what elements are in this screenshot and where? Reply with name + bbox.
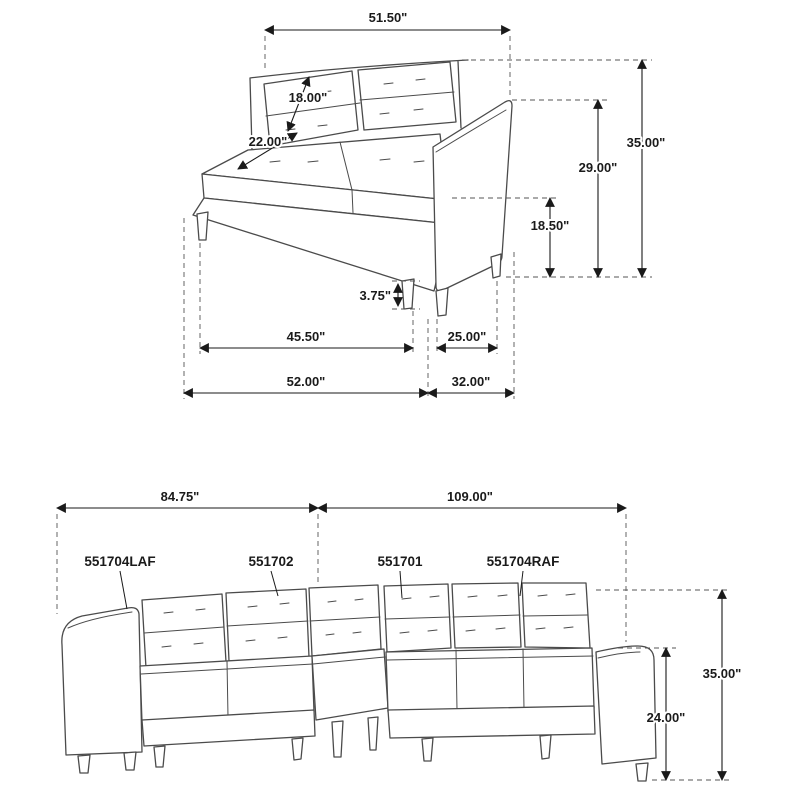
sectional-left-arm bbox=[61, 606, 143, 756]
loveseat-legs bbox=[196, 211, 502, 317]
dim-overall-depth: 32.00" bbox=[427, 252, 515, 399]
part-leader-armless bbox=[399, 570, 403, 599]
dim-label-seat-depth: 22.00" bbox=[249, 134, 288, 149]
sectional-left-back-tufts-1 bbox=[161, 608, 206, 648]
dim-label-sectional-arm-height: 24.00" bbox=[647, 710, 686, 725]
dim-label-arm-width: 25.00" bbox=[448, 329, 487, 344]
dim-label-back-cushion-height: 18.00" bbox=[289, 90, 328, 105]
dim-label-overall-width: 52.00" bbox=[287, 374, 326, 389]
dim-loveseat-overall-height: 35.00" bbox=[462, 59, 667, 278]
loveseat-drawing bbox=[192, 59, 513, 317]
sectional-right-back-seam-3 bbox=[522, 614, 589, 617]
dim-loveseat-arm-height: 29.00" bbox=[512, 99, 619, 278]
sectional-left-arm-roll-line bbox=[67, 611, 133, 629]
dim-seat-height: 18.50" bbox=[452, 197, 571, 278]
dim-sectional-arm-height: 24.00" bbox=[618, 647, 687, 781]
sectional-right-arm bbox=[595, 645, 657, 765]
sectional-left-back-cushion-1 bbox=[141, 593, 227, 669]
part-label-raf: 551704RAF bbox=[487, 554, 560, 569]
part-label-laf: 551704LAF bbox=[84, 554, 155, 569]
loveseat-back-cushion-right-tufts bbox=[379, 78, 426, 115]
loveseat-arm-roll-line bbox=[435, 109, 507, 153]
loveseat-seat-seam bbox=[339, 141, 354, 214]
dim-sectional-right-width: 109.00" bbox=[317, 487, 627, 642]
sectional-diagram: 84.75" 109.00" 551704LAF 551702 551701 5… bbox=[56, 487, 743, 782]
dim-label-seat-height: 18.50" bbox=[531, 218, 570, 233]
dim-label-top-width: 51.50" bbox=[369, 10, 408, 25]
dim-label-leg-height: 3.75" bbox=[360, 288, 391, 303]
sectional-right-back-seam-1 bbox=[384, 616, 451, 620]
sectional-right-arm-roll-line bbox=[597, 651, 641, 659]
sectional-right-back-tufts-2 bbox=[465, 594, 508, 632]
sectional-corner-seat-edge bbox=[312, 656, 386, 665]
dim-top-width: 51.50" bbox=[264, 8, 511, 96]
loveseat-back-cushion-right-seam bbox=[359, 91, 455, 101]
dim-label-sectional-overall-height: 35.00" bbox=[703, 666, 742, 681]
part-label-corner: 551702 bbox=[248, 554, 293, 569]
sectional-right-back-tufts-3 bbox=[535, 593, 576, 630]
part-leader-laf bbox=[119, 570, 128, 610]
dim-seat-width: 45.50" bbox=[199, 243, 414, 354]
sectional-left-base bbox=[141, 709, 316, 747]
dim-label-sectional-right-width: 109.00" bbox=[447, 489, 493, 504]
dim-label-overall-depth: 32.00" bbox=[452, 374, 491, 389]
sectional-right-back-tufts-1 bbox=[399, 595, 440, 634]
sectional-corner-seat bbox=[311, 648, 389, 721]
loveseat-base bbox=[192, 197, 451, 292]
dim-seat-depth: 22.00" bbox=[237, 132, 298, 170]
dim-arm-width: 25.00" bbox=[436, 281, 498, 354]
sectional-left-back-tufts-2 bbox=[245, 602, 290, 642]
sectional-corner-back-seam bbox=[309, 616, 381, 622]
sectional-right-seats-edges bbox=[386, 648, 594, 711]
sectional-legs bbox=[77, 716, 649, 782]
part-labels: 551704LAF 551702 551701 551704RAF bbox=[82, 552, 561, 610]
sectional-left-back-seam-1 bbox=[143, 626, 225, 634]
dim-sectional-overall-height: 35.00" bbox=[596, 589, 743, 781]
part-label-armless: 551701 bbox=[377, 554, 423, 569]
dim-label-loveseat-arm-height: 29.00" bbox=[579, 160, 618, 175]
dim-label-seat-width: 45.50" bbox=[287, 329, 326, 344]
dim-label-sectional-left-width: 84.75" bbox=[161, 489, 200, 504]
sectional-corner-back-tufts bbox=[325, 598, 364, 636]
sectional-right-back-seam-2 bbox=[452, 614, 521, 618]
part-leader-corner bbox=[270, 570, 279, 597]
dim-overall-width: 52.00" bbox=[183, 218, 429, 399]
dim-leg-height: 3.75" bbox=[358, 280, 420, 310]
sectional-left-back-seam-2 bbox=[226, 620, 309, 627]
sectional-left-seats-top-edge bbox=[140, 660, 314, 718]
loveseat-back-cushion-left-seam bbox=[265, 102, 361, 117]
dim-label-loveseat-overall-height: 35.00" bbox=[627, 135, 666, 150]
loveseat-diagram: 51.50" 18.00" 22.00" 35.00" 29.00" bbox=[183, 8, 667, 399]
dim-sectional-left-width: 84.75" bbox=[56, 487, 319, 614]
dim-back-cushion-height: 18.00" bbox=[286, 76, 329, 132]
sectional-drawing bbox=[61, 582, 657, 782]
part-leader-raf bbox=[519, 570, 524, 597]
sectional-right-base bbox=[387, 705, 596, 739]
